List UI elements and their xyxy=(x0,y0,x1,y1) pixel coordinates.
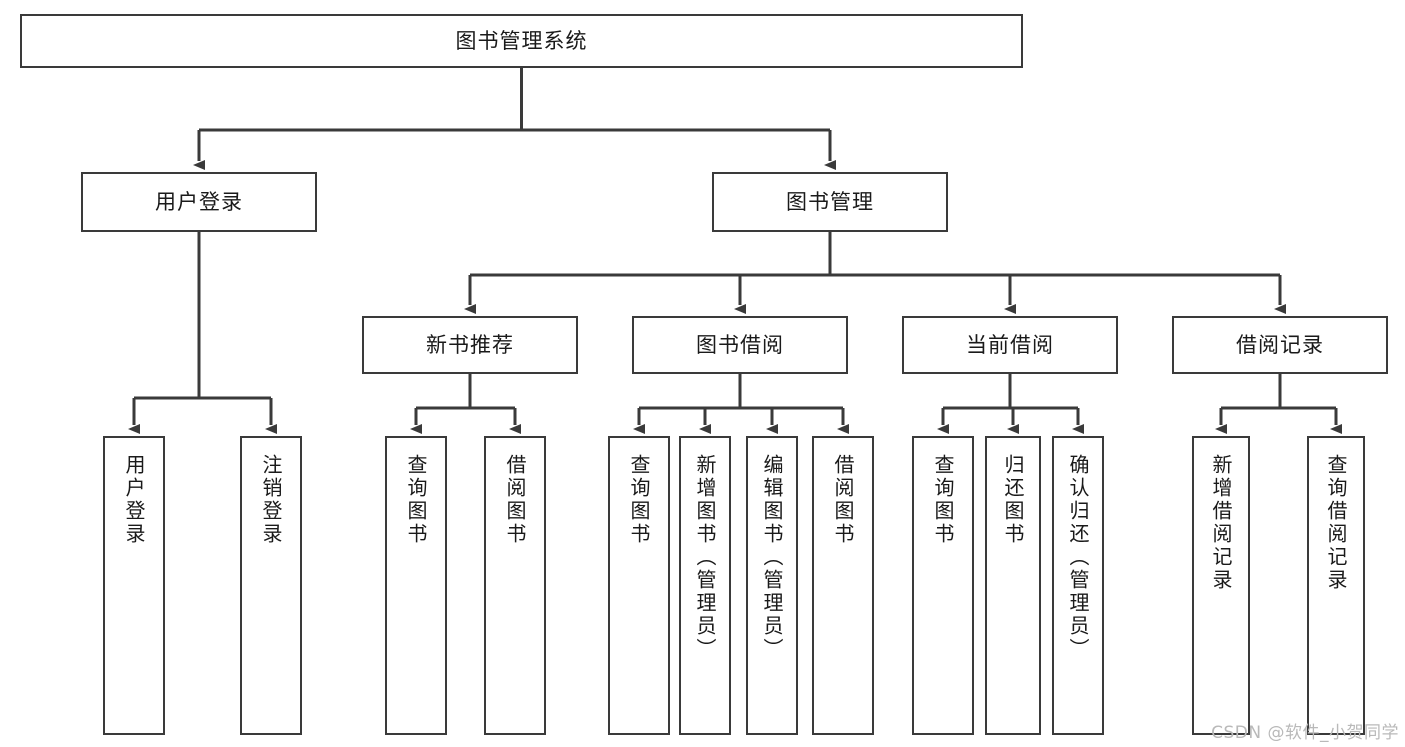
node-leaf-cur-return: 归还图书 xyxy=(985,436,1041,735)
node-leaf-rec-query: 查询图书 xyxy=(385,436,447,735)
node-label: 确认归还（管理员） xyxy=(1066,454,1090,661)
node-label: 新书推荐 xyxy=(426,332,514,357)
node-new-book-rec: 新书推荐 xyxy=(362,316,578,374)
node-label: 编辑图书（管理员） xyxy=(760,454,784,661)
node-label: 用户登录 xyxy=(155,189,243,214)
node-root: 图书管理系统 xyxy=(20,14,1023,68)
node-leaf-borrow-do: 借阅图书 xyxy=(812,436,874,735)
node-label: 新增图书（管理员） xyxy=(693,454,717,661)
node-leaf-user-login: 用户登录 xyxy=(103,436,165,735)
node-leaf-rec-borrow: 借阅图书 xyxy=(484,436,546,735)
node-label: 借阅图书 xyxy=(503,454,527,546)
node-label: 当前借阅 xyxy=(966,332,1054,357)
node-leaf-cur-confirm: 确认归还（管理员） xyxy=(1052,436,1104,735)
node-leaf-borrow-query: 查询图书 xyxy=(608,436,670,735)
node-label: 注销登录 xyxy=(259,454,283,546)
node-leaf-borrow-add: 新增图书（管理员） xyxy=(679,436,731,735)
node-label: 借阅记录 xyxy=(1236,332,1324,357)
node-leaf-borrow-edit: 编辑图书（管理员） xyxy=(746,436,798,735)
watermark-text: CSDN @软件_小贺同学 xyxy=(1211,723,1399,743)
node-leaf-user-logout: 注销登录 xyxy=(240,436,302,735)
node-book-manage: 图书管理 xyxy=(712,172,948,232)
node-label: 图书管理 xyxy=(786,189,874,214)
node-label: 用户登录 xyxy=(122,454,146,546)
node-label: 查询图书 xyxy=(627,454,651,546)
node-label: 图书管理系统 xyxy=(455,28,588,53)
node-leaf-rec-search: 查询借阅记录 xyxy=(1307,436,1365,735)
node-current-borrow: 当前借阅 xyxy=(902,316,1118,374)
node-label: 查询图书 xyxy=(404,454,428,546)
node-leaf-cur-query: 查询图书 xyxy=(912,436,974,735)
node-label: 图书借阅 xyxy=(696,332,784,357)
node-label: 新增借阅记录 xyxy=(1209,454,1233,592)
node-label: 归还图书 xyxy=(1001,454,1025,546)
node-book-borrow: 图书借阅 xyxy=(632,316,848,374)
node-user-login: 用户登录 xyxy=(81,172,317,232)
node-borrow-record: 借阅记录 xyxy=(1172,316,1388,374)
node-label: 查询图书 xyxy=(931,454,955,546)
node-leaf-rec-add: 新增借阅记录 xyxy=(1192,436,1250,735)
node-label: 查询借阅记录 xyxy=(1324,454,1348,592)
node-label: 借阅图书 xyxy=(831,454,855,546)
